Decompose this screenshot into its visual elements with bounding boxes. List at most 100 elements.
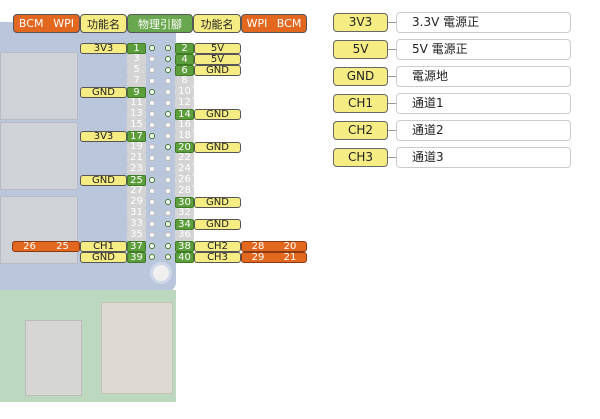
pin-dot	[149, 133, 155, 139]
pin-number: 29	[127, 197, 146, 208]
pin-dot	[165, 221, 171, 227]
pin-number: 25	[127, 175, 146, 186]
pin-dot	[165, 243, 171, 249]
pin-number: 19	[127, 142, 146, 153]
legend-tag: CH1	[333, 94, 388, 113]
pin-number: 18	[175, 131, 194, 142]
relay-3	[0, 196, 78, 264]
pin-number: 35	[127, 230, 146, 241]
pin-function-label: 3V3	[80, 131, 127, 142]
pin-dot	[149, 199, 155, 205]
pin-function-label: GND	[194, 197, 241, 208]
wpi-number: 25	[56, 241, 69, 252]
pin-dot	[149, 45, 155, 51]
pin-number: 40	[175, 252, 194, 263]
pin-dot	[165, 177, 171, 183]
legend-description: 通道3	[396, 147, 571, 168]
bcm-number: 26	[23, 241, 36, 252]
pin-dot	[149, 100, 155, 106]
pin-dot	[165, 122, 171, 128]
pin-number: 10	[175, 87, 194, 98]
pin-number: 32	[175, 208, 194, 219]
pin-dot	[165, 100, 171, 106]
legend-description: 3.3V 電源正	[396, 12, 571, 33]
header-wpi: WPI	[53, 17, 75, 30]
mounting-hole	[150, 262, 172, 284]
header-bcm: BCM	[18, 17, 44, 30]
relay-2	[0, 122, 78, 190]
pin-number: 31	[127, 208, 146, 219]
pin-function-label: GND	[80, 175, 127, 186]
bcm-number: 21	[283, 252, 297, 263]
pin-function-label: GND	[80, 87, 127, 98]
legend-description: 5V 電源正	[396, 39, 571, 60]
pin-number: 9	[127, 87, 146, 98]
pin-number: 30	[175, 197, 194, 208]
pin-dot	[149, 144, 155, 150]
pin-dot	[165, 67, 171, 73]
pin-dot	[165, 144, 171, 150]
pin-number: 16	[175, 120, 194, 131]
pin-number: 1	[127, 43, 146, 54]
pin-function-label: 5V	[194, 43, 241, 54]
pin-number: 37	[127, 241, 146, 252]
pin-number: 2	[175, 43, 194, 54]
pin-number: 14	[175, 109, 194, 120]
pin-dot	[165, 111, 171, 117]
legend-connector	[388, 130, 396, 131]
pin-dot	[165, 78, 171, 84]
pin-dot	[165, 155, 171, 161]
pin-number: 34	[175, 219, 194, 230]
header-left-codes: BCM WPI	[13, 14, 80, 33]
left-gpio-codes: 26 25	[12, 241, 80, 252]
pin-dot	[149, 166, 155, 172]
legend-connector	[388, 49, 396, 50]
pin-number: 6	[175, 65, 194, 76]
pin-dot	[149, 56, 155, 62]
pin-number: 15	[127, 120, 146, 131]
legend-description: 通道1	[396, 93, 571, 114]
pin-number: 38	[175, 241, 194, 252]
legend-tag: 3V3	[333, 13, 388, 32]
ethernet-jack	[101, 302, 173, 394]
pin-function-label: GND	[80, 252, 127, 263]
pin-number: 33	[127, 219, 146, 230]
pin-dot	[165, 254, 171, 260]
pin-function-label: GND	[194, 219, 241, 230]
pin-dot	[149, 155, 155, 161]
legend-description: 電源地	[396, 66, 571, 87]
legend-tag: CH2	[333, 121, 388, 140]
pin-dot	[149, 221, 155, 227]
pin-dot	[149, 122, 155, 128]
pin-number: 13	[127, 109, 146, 120]
pin-number: 4	[175, 54, 194, 65]
pin-function-label: CH1	[80, 241, 127, 252]
pin-function-label: GND	[194, 109, 241, 120]
pin-function-label: GND	[194, 65, 241, 76]
pin-number: 5	[127, 65, 146, 76]
pin-dot	[165, 89, 171, 95]
header-left-function: 功能名	[80, 14, 127, 33]
pin-number: 8	[175, 76, 194, 87]
pin-dot	[165, 166, 171, 172]
pin-number: 27	[127, 186, 146, 197]
pin-number: 12	[175, 98, 194, 109]
legend-tag: 5V	[333, 40, 388, 59]
pin-dot	[149, 232, 155, 238]
pin-number: 28	[175, 186, 194, 197]
pin-dot	[149, 177, 155, 183]
pin-dot	[165, 133, 171, 139]
pin-number: 36	[175, 230, 194, 241]
pin-dot	[165, 56, 171, 62]
pin-number: 7	[127, 76, 146, 87]
header-wpi: WPI	[246, 17, 268, 30]
legend-connector	[388, 22, 396, 23]
pin-dot	[149, 78, 155, 84]
pin-dot	[149, 243, 155, 249]
relay-1	[0, 52, 78, 120]
bcm-number: 20	[283, 241, 297, 252]
pin-dot	[165, 199, 171, 205]
pin-number: 17	[127, 131, 146, 142]
